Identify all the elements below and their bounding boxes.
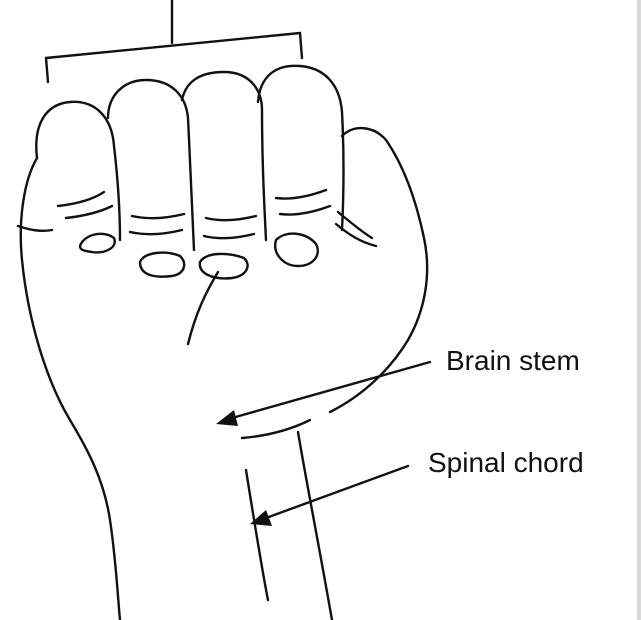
fist-fingers — [36, 66, 343, 279]
spinal-chord-arrow — [250, 466, 408, 526]
nail-little — [275, 234, 318, 266]
nail-ring — [200, 254, 248, 278]
brain-stem-label: Brain stem — [446, 345, 580, 376]
palm-crease — [188, 272, 218, 344]
nail-index — [80, 234, 115, 253]
finger-bracket — [46, 0, 302, 82]
hand-left-edge — [21, 158, 120, 620]
brain-stem-arrow — [216, 362, 430, 426]
image-border — [637, 0, 641, 620]
wrist-curve — [242, 420, 310, 438]
finger-ring — [182, 72, 266, 240]
spinal-chord-label: Spinal chord — [428, 447, 584, 478]
wrist-lines — [246, 432, 332, 620]
nail-middle — [140, 253, 184, 277]
finger-index — [36, 102, 120, 240]
